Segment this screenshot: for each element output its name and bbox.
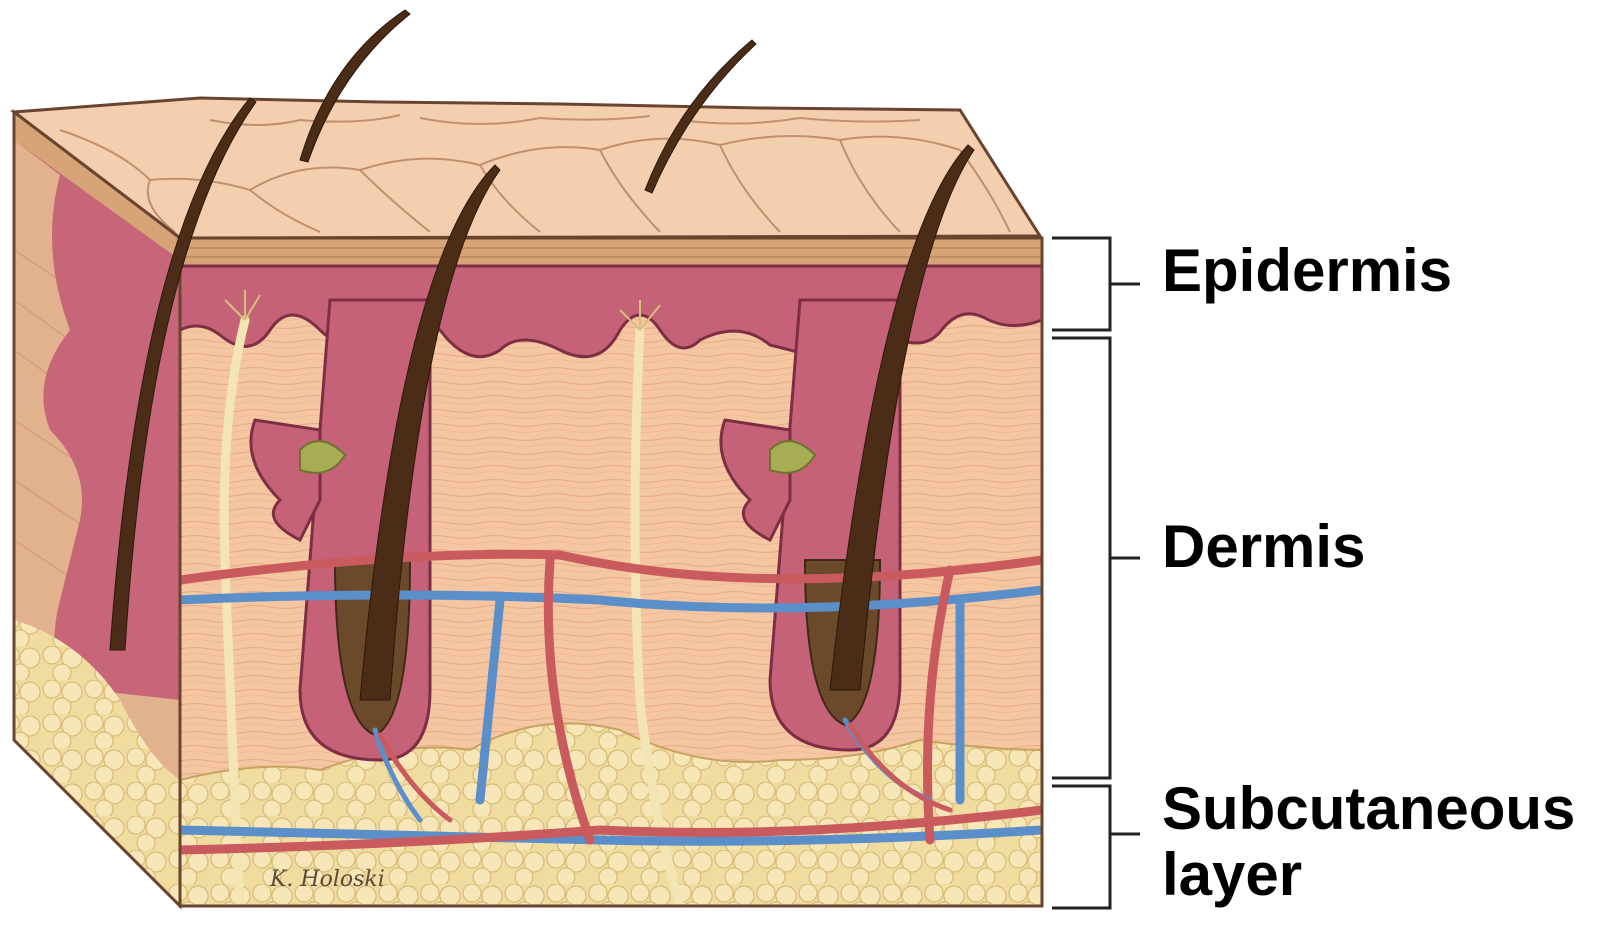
epidermis-bracket — [1052, 238, 1140, 330]
dermis-label: Dermis — [1162, 514, 1365, 580]
epidermis-label: Epidermis — [1162, 238, 1452, 304]
dermis-bracket — [1052, 338, 1140, 778]
subcutaneous-bracket — [1052, 786, 1140, 908]
skin-surface — [14, 98, 1040, 238]
front-face — [180, 238, 1042, 906]
layer-brackets — [1052, 238, 1140, 908]
subcutaneous-label-line1: Subcutaneous — [1162, 776, 1575, 842]
subcutaneous-label-line2: layer — [1162, 842, 1575, 908]
subcutaneous-layer-label: Subcutaneous layer — [1162, 776, 1575, 908]
artist-signature: K. Holoski — [269, 867, 385, 892]
